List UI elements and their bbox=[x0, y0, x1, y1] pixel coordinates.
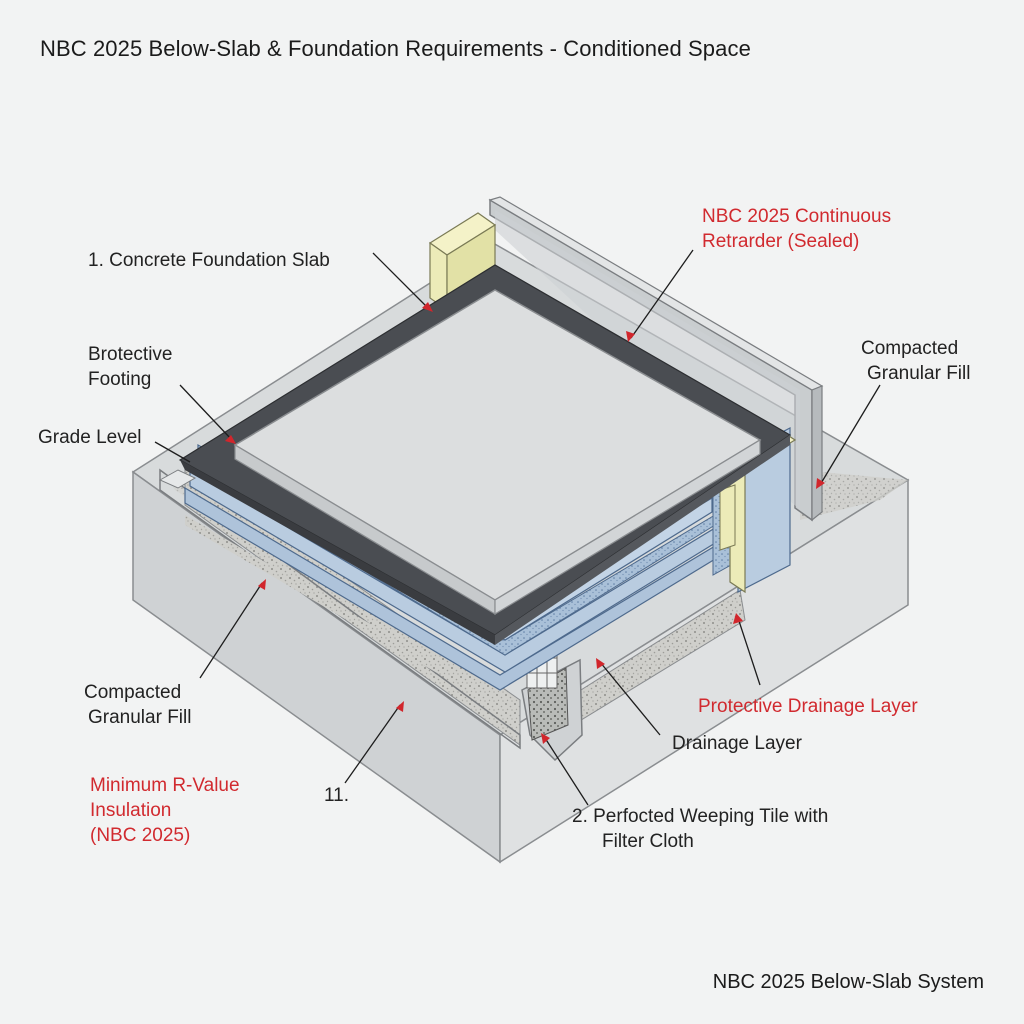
label-insulation-line1: Minimum R-Value bbox=[90, 775, 240, 796]
label-insulation-line3: (NBC 2025) bbox=[90, 825, 191, 846]
label-protective-drainage: Protective Drainage Layer bbox=[698, 696, 918, 717]
label-insulation-line2: Insulation bbox=[90, 800, 172, 821]
page-title: NBC 2025 Below-Slab & Foundation Require… bbox=[40, 36, 751, 61]
label-weeping-tile-line1: 2. Perfocted Weeping Tile with bbox=[572, 806, 829, 827]
label-grade-level: Grade Level bbox=[38, 427, 142, 448]
label-retarder-line1: NBC 2025 Continuous bbox=[702, 206, 892, 227]
arrow-markers bbox=[225, 302, 825, 744]
label-retarder-line2: Retrarder (Sealed) bbox=[702, 231, 860, 252]
label-footing-line1: Brotective bbox=[88, 344, 173, 365]
label-fill-right-line2: Granular Fill bbox=[867, 363, 971, 384]
label-footing-line2: Footing bbox=[88, 369, 152, 390]
label-weeping-tile-line2: Filter Cloth bbox=[602, 831, 694, 852]
label-fill-right-line1: Compacted bbox=[861, 338, 959, 359]
label-concrete-slab: 1. Concrete Foundation Slab bbox=[88, 250, 330, 271]
label-number-11: 11. bbox=[324, 785, 350, 806]
concrete-slab bbox=[233, 289, 762, 616]
leader-lines bbox=[154, 249, 881, 806]
footer-caption: NBC 2025 Below-Slab System bbox=[712, 971, 984, 993]
label-fill-left-line2: Granular Fill bbox=[88, 707, 192, 728]
label-fill-left-line1: Compacted bbox=[84, 682, 182, 703]
label-drainage-layer: Drainage Layer bbox=[672, 733, 802, 754]
